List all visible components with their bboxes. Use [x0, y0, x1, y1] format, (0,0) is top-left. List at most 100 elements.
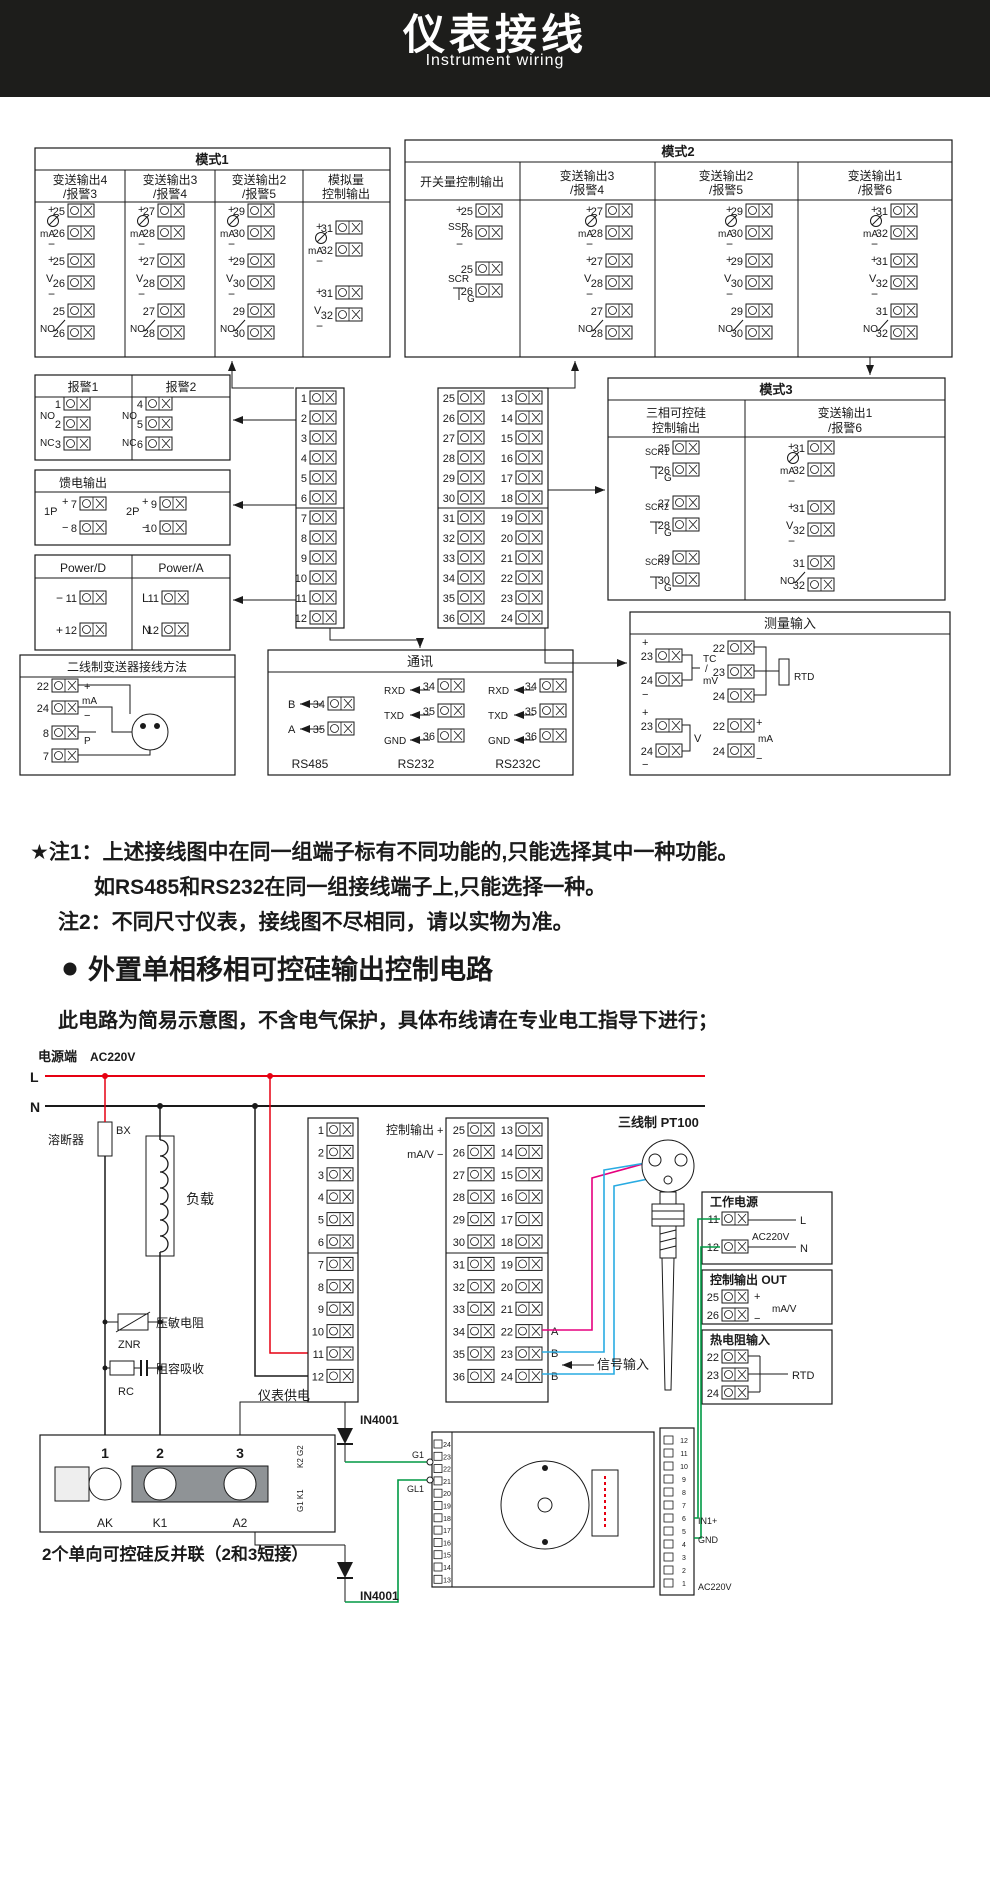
- circle: [157, 1103, 163, 1109]
- diagram-label: mA: [718, 229, 733, 240]
- diagram-label: 6: [682, 1516, 686, 1523]
- diagram-label: 1: [101, 1445, 109, 1461]
- diagram-label: 30: [443, 493, 455, 505]
- diagram-label: 1: [682, 1581, 686, 1588]
- diagram-label: 33: [453, 1304, 465, 1316]
- diagram-label: 变送输出1: [818, 405, 873, 420]
- diagram-label: mA: [780, 466, 795, 477]
- diagram-label: 11: [296, 593, 307, 605]
- diagram-label: ZNR: [118, 1339, 141, 1351]
- diagram-label: 22: [707, 1352, 719, 1364]
- diagram-label: N: [142, 623, 151, 637]
- diagram-label: 变送输出2: [699, 168, 754, 183]
- circle: [102, 1073, 108, 1079]
- diagram-label: +: [788, 441, 794, 453]
- diagram-label: RTD: [794, 672, 814, 683]
- wire: [115, 1311, 151, 1333]
- diagram-label: +: [84, 681, 90, 693]
- diagram-label: 26: [53, 228, 65, 240]
- wire: [659, 1237, 677, 1243]
- diagram-label: +: [726, 204, 732, 216]
- rect: [651, 1203, 685, 1227]
- diagram-label: G: [664, 473, 672, 484]
- diagram-label: 28: [143, 278, 155, 290]
- mini-terminal: [433, 1562, 443, 1572]
- diagram-label: +: [788, 501, 794, 513]
- diagram-label: 2: [156, 1445, 164, 1461]
- diagram-label: 二线制变送器接线方法: [67, 659, 187, 674]
- diagram-label: 15: [443, 1553, 451, 1560]
- diagram-label: 32: [443, 533, 455, 545]
- diagram-label: 15: [501, 433, 513, 445]
- arrowhead: [228, 361, 236, 371]
- page-header: 仪表接线 Instrument wiring: [0, 0, 990, 97]
- diagram-label: −: [142, 522, 148, 534]
- box: [445, 1117, 549, 1403]
- diagram-label: 10: [145, 523, 157, 535]
- wire: [78, 750, 151, 756]
- diagram-label: NO: [122, 411, 137, 422]
- diagram-label: 28: [143, 328, 155, 340]
- diagram-label: 25: [443, 393, 455, 405]
- wire: [239, 1401, 345, 1435]
- diagram-label: B: [551, 1371, 558, 1383]
- diagram-label: NO: [40, 411, 55, 422]
- diagram-label: V: [786, 520, 794, 532]
- diagram-label: 24: [707, 1388, 719, 1400]
- mini-terminal: [433, 1550, 443, 1560]
- arrowhead: [300, 725, 310, 733]
- section-heading2: 外置单相移相可控硅输出控制电路此电路为简易示意图，不含电气保护，具体布线请在专业…: [58, 954, 718, 1032]
- diagram-label: mA: [308, 246, 323, 257]
- arrowhead: [514, 736, 524, 744]
- diagram-label: 28: [453, 1192, 465, 1204]
- diagram-label: 9: [151, 499, 157, 511]
- diagram-label: 仪表供电: [258, 1388, 310, 1403]
- diagram-label: 25: [461, 264, 473, 276]
- box: [659, 1427, 695, 1596]
- diagram-label: AC220V: [698, 1582, 732, 1592]
- diagram-label: L: [30, 1069, 39, 1085]
- diagram-label: /报警4: [153, 186, 187, 201]
- diagram-label: BX: [116, 1125, 131, 1137]
- arrowhead: [514, 686, 524, 694]
- diagram-label: TXD: [384, 711, 404, 722]
- diagram-label: 28: [143, 228, 155, 240]
- diagram-label: 7: [301, 513, 307, 525]
- diagram-label: 26: [658, 465, 670, 477]
- diagram-label: NO: [130, 324, 145, 335]
- box: [39, 1434, 336, 1533]
- diagram-label: 23: [713, 667, 725, 679]
- diagram-label: 22: [713, 721, 725, 733]
- circle: [252, 1103, 258, 1109]
- diagram-label: +: [756, 717, 762, 729]
- box: [431, 1431, 655, 1588]
- diagram-label: 36: [453, 1371, 465, 1383]
- diagram-label: 35: [443, 593, 455, 605]
- arrowhead: [410, 686, 420, 694]
- diagram-label: L: [800, 1215, 806, 1227]
- diagram-label: V: [869, 273, 877, 285]
- diagram-label: 12: [680, 1438, 688, 1445]
- diagram-label: +: [228, 204, 234, 216]
- diagram-label: 2: [682, 1568, 686, 1575]
- wire: [78, 706, 132, 733]
- diagram-label: +: [316, 221, 322, 233]
- diagram-label: /报警6: [858, 182, 892, 197]
- diagram-label: IN4001: [360, 1413, 399, 1427]
- box: [701, 1329, 833, 1405]
- diagram-label: 三线制 PT100: [618, 1115, 699, 1130]
- diagram-label: +: [138, 254, 144, 266]
- diagram-label: 控制输出: [652, 420, 700, 435]
- diagram-label: 9: [318, 1304, 324, 1316]
- circle: [102, 1365, 108, 1371]
- diagram-label: 9: [682, 1477, 686, 1484]
- circle: [542, 1465, 548, 1471]
- diagram-label: 18: [501, 1237, 513, 1249]
- mini-terminal: [663, 1435, 674, 1445]
- arrowhead: [866, 365, 874, 375]
- mini-terminal: [433, 1501, 443, 1510]
- wire: [329, 628, 421, 648]
- diagram-label: 溶断器: [48, 1132, 84, 1147]
